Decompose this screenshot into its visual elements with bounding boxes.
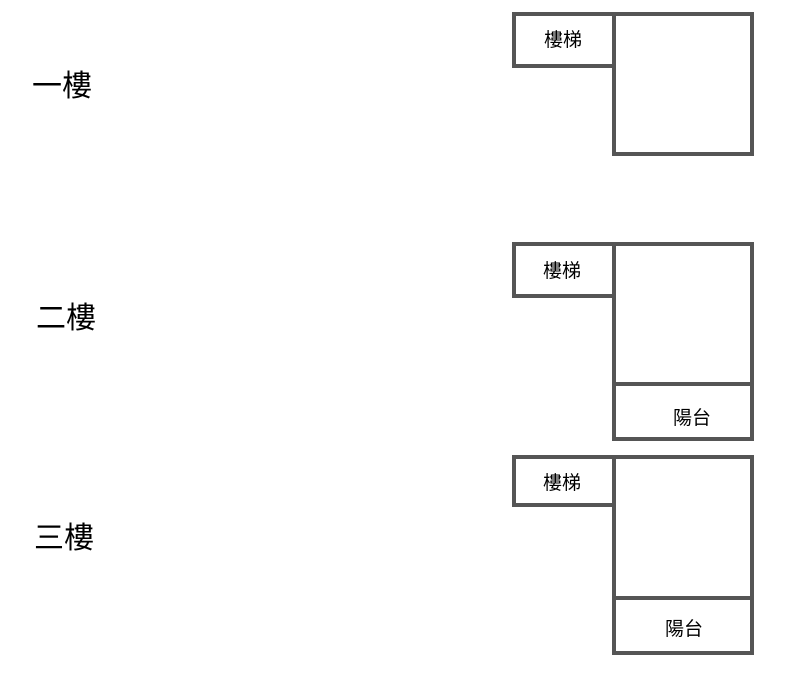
floor-1-label: 一樓 <box>32 69 92 104</box>
floor-3-room <box>612 455 754 600</box>
floor-2-stairs-label: 樓梯 <box>543 260 581 282</box>
floor-1: 一樓 樓梯 <box>32 12 754 156</box>
floor-2-balcony-label: 陽台 <box>673 407 711 429</box>
floor-3-balcony <box>612 596 754 655</box>
floor-3-balcony-label: 陽台 <box>665 618 703 640</box>
floor-1-stairs-label: 樓梯 <box>544 29 582 51</box>
floor-3: 三樓 樓梯 陽台 <box>34 455 754 655</box>
floor-1-room <box>612 12 754 156</box>
floor-2-balcony <box>612 382 754 441</box>
floor-2-room <box>612 242 754 386</box>
floor-3-stairs-label: 樓梯 <box>543 472 581 494</box>
floor-3-label: 三樓 <box>34 521 94 556</box>
floor-2-label: 二樓 <box>36 301 96 336</box>
floor-2: 二樓 樓梯 陽台 <box>36 242 754 441</box>
